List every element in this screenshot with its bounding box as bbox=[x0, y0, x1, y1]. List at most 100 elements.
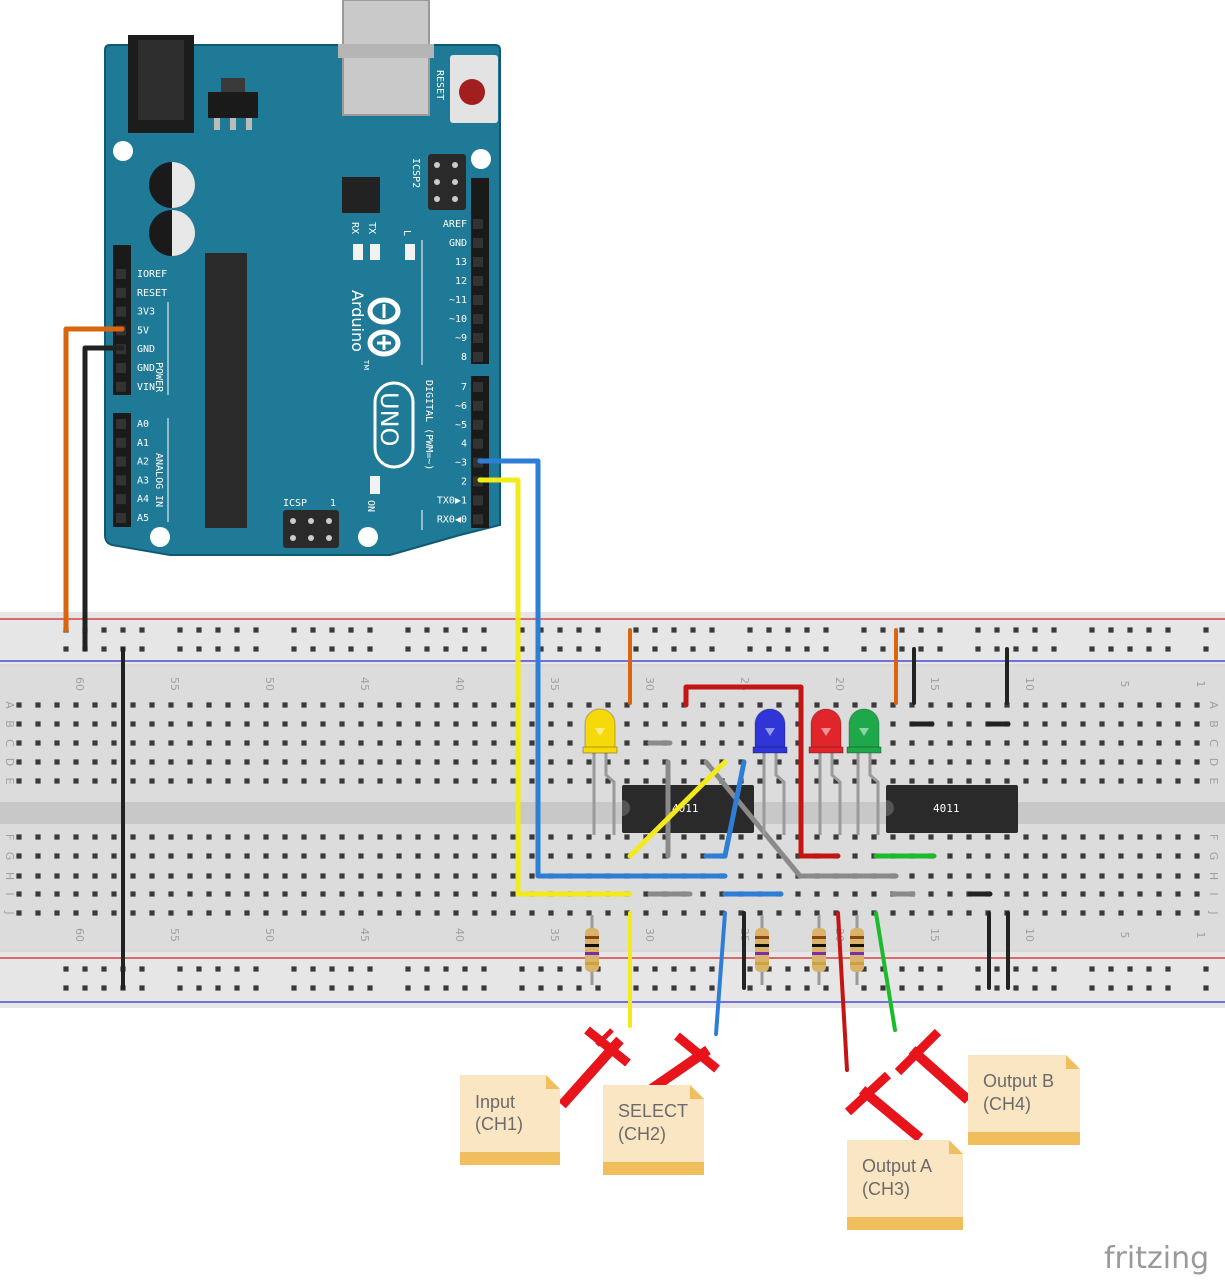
hole bbox=[244, 721, 250, 727]
row-letter: D bbox=[3, 758, 16, 766]
rail-hole bbox=[994, 985, 1000, 991]
rail-hole bbox=[766, 985, 772, 991]
rail-hole bbox=[82, 966, 88, 972]
hole bbox=[263, 853, 269, 859]
hole bbox=[453, 740, 459, 746]
hole bbox=[966, 873, 972, 879]
header-pin bbox=[473, 382, 483, 392]
hole bbox=[776, 834, 782, 840]
hole bbox=[168, 778, 174, 784]
rail-hole bbox=[443, 966, 449, 972]
hole bbox=[738, 702, 744, 708]
hole bbox=[187, 702, 193, 708]
rail-hole bbox=[1165, 985, 1171, 991]
hole bbox=[795, 853, 801, 859]
column-number: 5 bbox=[1118, 681, 1131, 688]
note-output-b-ch4: Output B (CH4) bbox=[968, 1055, 1080, 1145]
hole bbox=[35, 853, 41, 859]
rail-hole bbox=[101, 985, 107, 991]
row-letter: I bbox=[3, 892, 16, 895]
hole bbox=[472, 702, 478, 708]
hole bbox=[377, 721, 383, 727]
pin-label: GND bbox=[137, 363, 155, 374]
rail-hole bbox=[690, 646, 696, 652]
column-number: 60 bbox=[73, 928, 86, 942]
pin-label: ~3 bbox=[455, 458, 467, 469]
hole bbox=[187, 740, 193, 746]
hole bbox=[168, 740, 174, 746]
hole bbox=[1004, 853, 1010, 859]
hole bbox=[73, 873, 79, 879]
hole bbox=[244, 873, 250, 879]
rail-hole bbox=[671, 646, 677, 652]
row-letter: D bbox=[1207, 758, 1220, 766]
hole bbox=[263, 778, 269, 784]
rail-hole bbox=[861, 985, 867, 991]
hole bbox=[757, 759, 763, 765]
hole bbox=[757, 853, 763, 859]
hole bbox=[643, 702, 649, 708]
header-pin bbox=[473, 314, 483, 324]
hole bbox=[928, 740, 934, 746]
hole bbox=[529, 853, 535, 859]
hole bbox=[111, 759, 117, 765]
rx-led bbox=[353, 244, 363, 260]
hole bbox=[1175, 702, 1181, 708]
row-letter: B bbox=[3, 720, 16, 728]
hole bbox=[529, 834, 535, 840]
hole bbox=[909, 834, 915, 840]
hole bbox=[1042, 702, 1048, 708]
wire-probe-ch3 bbox=[836, 911, 849, 1072]
rail-hole bbox=[1146, 627, 1152, 633]
rail-hole bbox=[557, 985, 563, 991]
hole bbox=[453, 873, 459, 879]
hole bbox=[282, 910, 288, 916]
pin-label: VIN bbox=[137, 382, 155, 393]
hole bbox=[738, 721, 744, 727]
hole bbox=[1042, 910, 1048, 916]
rail-hole bbox=[899, 985, 905, 991]
hole bbox=[339, 873, 345, 879]
rail-hole bbox=[519, 966, 525, 972]
hole bbox=[168, 891, 174, 897]
hole bbox=[282, 778, 288, 784]
rail-hole bbox=[424, 627, 430, 633]
hole bbox=[1194, 873, 1200, 879]
hole bbox=[16, 910, 22, 916]
hole bbox=[339, 740, 345, 746]
hole bbox=[434, 778, 440, 784]
hole bbox=[548, 702, 554, 708]
probes bbox=[558, 1026, 972, 1142]
rail-hole bbox=[861, 646, 867, 652]
hole bbox=[681, 910, 687, 916]
hole bbox=[491, 702, 497, 708]
rail-hole bbox=[82, 985, 88, 991]
hole bbox=[852, 891, 858, 897]
hole bbox=[947, 702, 953, 708]
rail-hole bbox=[1051, 646, 1057, 652]
rail-hole bbox=[139, 985, 145, 991]
pin-label: ~10 bbox=[449, 314, 467, 325]
hole bbox=[1137, 910, 1143, 916]
hole bbox=[1061, 873, 1067, 879]
hole bbox=[491, 853, 497, 859]
hole bbox=[111, 873, 117, 879]
hole bbox=[529, 778, 535, 784]
pin-label: A2 bbox=[137, 457, 149, 468]
icsp-label: ICSP bbox=[283, 498, 307, 509]
row-letter: F bbox=[3, 834, 16, 840]
wire-probe-ch4 bbox=[874, 911, 897, 1032]
hole bbox=[1061, 853, 1067, 859]
hole bbox=[605, 910, 611, 916]
wires bbox=[63, 326, 1011, 1072]
hole bbox=[92, 778, 98, 784]
hole bbox=[301, 853, 307, 859]
hole bbox=[54, 740, 60, 746]
rail-hole bbox=[1108, 627, 1114, 633]
brand-label: Arduino bbox=[348, 290, 367, 352]
hole bbox=[358, 891, 364, 897]
hole bbox=[282, 740, 288, 746]
hole bbox=[1137, 759, 1143, 765]
note-output-b-line2: (CH4) bbox=[983, 1094, 1031, 1114]
hole bbox=[909, 778, 915, 784]
